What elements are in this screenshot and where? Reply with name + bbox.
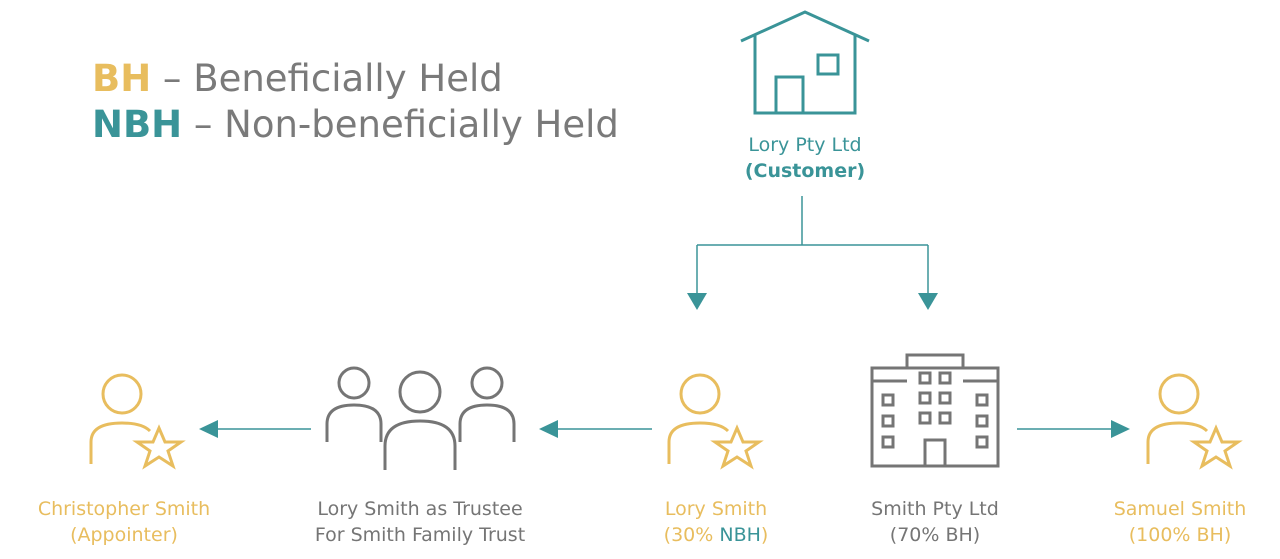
legend-nbh: NBH – Non-beneficially Held — [92, 102, 619, 148]
arrow-trustee-to-christopher — [199, 420, 311, 438]
smith-pty-share: (70% BH) — [889, 524, 981, 546]
legend-nbh-abbr: NBH — [92, 103, 183, 146]
christopher-label: Christopher Smith (Appointer) — [14, 496, 234, 548]
customer-role: (Customer) — [744, 160, 866, 182]
arrow-to-smith-pty — [918, 293, 938, 310]
group-icon — [325, 366, 516, 470]
lory-share-open: (30% — [663, 524, 720, 546]
arrow-lory-to-trustee — [539, 420, 652, 438]
person-star-icon — [89, 373, 186, 470]
person-star-icon — [1146, 373, 1243, 470]
samuel-label: Samuel Smith (100% BH) — [1098, 496, 1262, 548]
trustee-label: Lory Smith as Trustee For Smith Family T… — [290, 496, 550, 548]
legend-nbh-text: – Non-beneficially Held — [182, 103, 619, 146]
office-building-icon — [870, 353, 1000, 468]
lory-share: (30% NBH) — [636, 522, 796, 548]
samuel-name: Samuel Smith — [1113, 498, 1247, 520]
legend-bh: BH – Beneficially Held — [92, 56, 503, 102]
customer-label: Lory Pty Ltd (Customer) — [705, 132, 905, 184]
arrow-to-lory — [687, 293, 707, 310]
christopher-name: Christopher Smith — [37, 498, 211, 520]
smith-pty-name: Smith Pty Ltd — [871, 498, 999, 520]
arrow-smith-pty-to-samuel — [1017, 420, 1130, 438]
customer-name: Lory Pty Ltd — [748, 134, 862, 156]
samuel-share: (100% BH) — [1128, 524, 1232, 546]
smith-pty-label: Smith Pty Ltd (70% BH) — [845, 496, 1025, 548]
lory-name: Lory Smith — [664, 498, 768, 520]
lory-share-abbr: NBH — [719, 524, 761, 546]
lory-label: Lory Smith (30% NBH) — [636, 496, 796, 548]
christopher-role: (Appointer) — [70, 524, 178, 546]
trustee-name: Lory Smith as Trustee — [317, 498, 523, 520]
trustee-role: For Smith Family Trust — [314, 524, 526, 546]
lory-share-close: ) — [760, 524, 769, 546]
person-star-icon — [667, 373, 764, 470]
legend-bh-text: – Beneficially Held — [151, 57, 503, 100]
house-icon — [740, 10, 870, 115]
customer-connector — [696, 196, 929, 293]
legend-bh-abbr: BH — [92, 57, 152, 100]
